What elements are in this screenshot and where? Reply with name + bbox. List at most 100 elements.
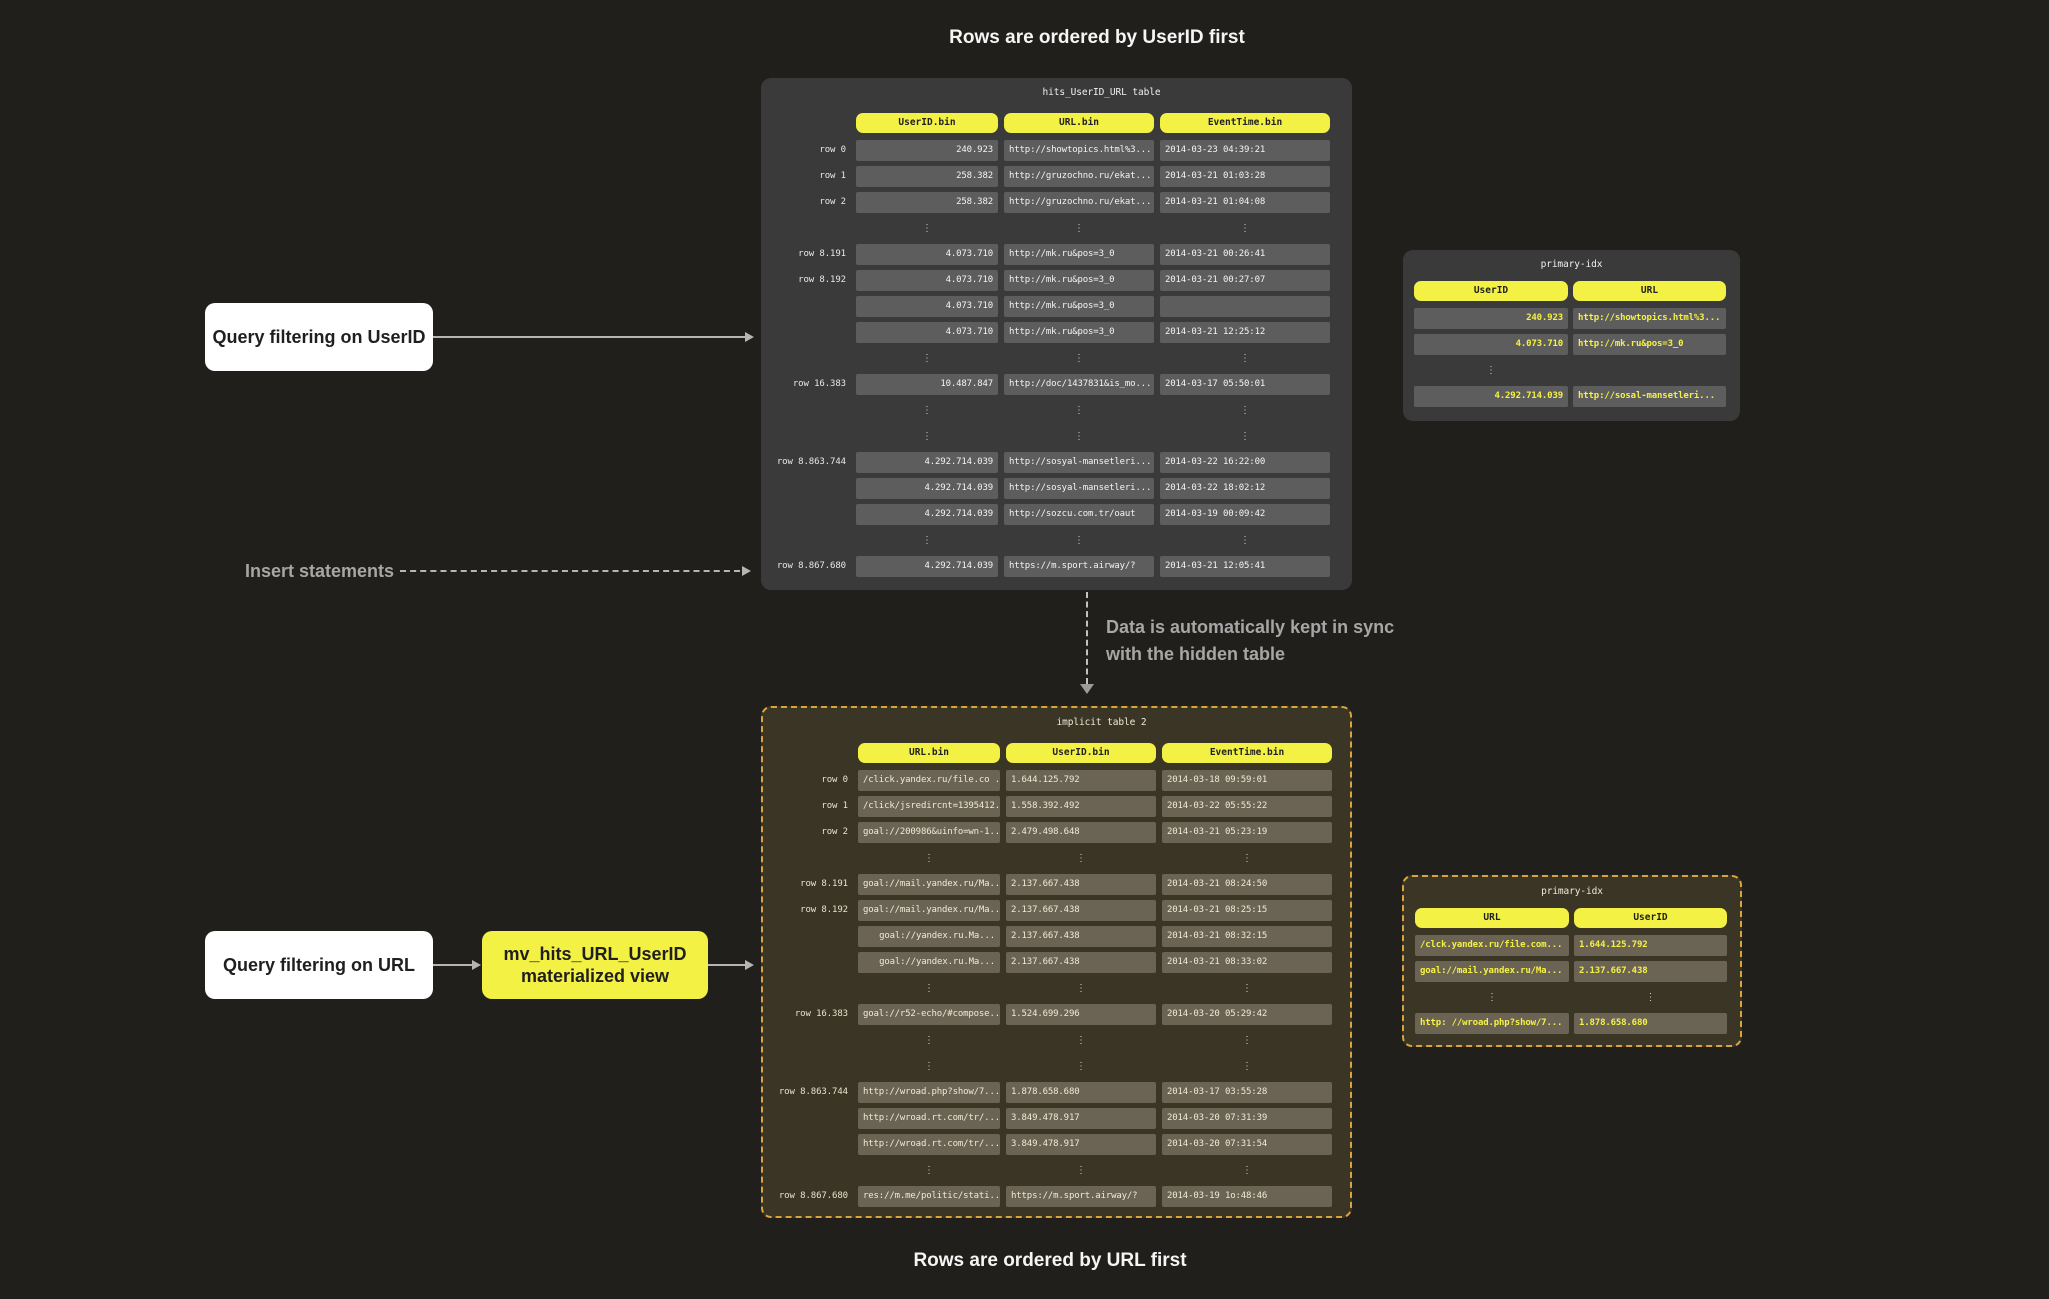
materialized-view-box: mv_hits_URL_UserID materialized view <box>482 931 708 999</box>
table-cell: goal://r52-echo/#compose... <box>858 1004 1000 1025</box>
table-cell: 2014-03-22 18:02:12 <box>1160 478 1330 499</box>
ellipsis-dots: ⋮ <box>1240 353 1250 364</box>
query-userid-box: Query filtering on UserID <box>205 303 433 371</box>
table-cell: http://wroad.rt.com/tr/... <box>858 1134 1000 1155</box>
table-cell: 3.849.478.917 <box>1006 1108 1156 1129</box>
table-cell: 10.487.847 <box>856 374 998 395</box>
row-label: row 16.383 <box>794 1009 848 1019</box>
row-label: row 8.863.744 <box>776 457 846 467</box>
arrowhead-down-icon <box>1080 684 1094 694</box>
query-url-label: Query filtering on URL <box>222 954 415 975</box>
ellipsis-dots: ⋮ <box>1074 223 1084 234</box>
table-row: goal://mail.yandex.ru/Ma...2.137.667.438 <box>1415 961 1729 982</box>
table-cell: http://sozcu.com.tr/oaut <box>1004 504 1154 525</box>
ellipsis-dots: ⋮ <box>1074 353 1084 364</box>
table-cell: http://mk.ru&pos=3_0 <box>1573 334 1726 355</box>
ellipsis-dots: ⋮ <box>1242 1035 1252 1046</box>
ellipsis-dots: ⋮ <box>924 853 934 864</box>
row-label <box>774 978 858 999</box>
table-cell: goal://yandex.ru.Ma... <box>858 952 1000 973</box>
table-cell: http://showtopics.html%3... <box>1004 140 1154 161</box>
table-cell: 2.137.667.438 <box>1006 952 1156 973</box>
table-cell: goal://mail.yandex.ru/Ma... <box>858 874 1000 895</box>
insert-statements-dashed-line <box>400 570 740 572</box>
table-row: http: //wroad.php?show/7...1.878.658.680 <box>1415 1013 1729 1034</box>
ellipsis-dots: ⋮ <box>924 1061 934 1072</box>
row-label: row 8.192 <box>800 905 848 915</box>
table-cell: http://gruzochno.ru/ekat... <box>1004 166 1154 187</box>
row-label: row 16.383 <box>792 379 846 389</box>
table-cell: 4.073.710 <box>856 322 998 343</box>
arrowhead-right-icon <box>745 960 754 970</box>
row-label <box>774 1134 858 1155</box>
ellipsis-dots: ⋮ <box>1076 983 1086 994</box>
row-label <box>772 218 856 239</box>
table-cell: 2014-03-19 1o:48:46 <box>1162 1186 1332 1207</box>
sync-note-line2: with the hidden table <box>1106 644 1285 664</box>
row-label <box>772 296 856 317</box>
table-cell: 2014-03-21 00:27:07 <box>1160 270 1330 291</box>
table-cell: /clck.yandex.ru/file.com... <box>1415 935 1569 956</box>
table-row: 4.292.714.039 http://sozcu.com.tr/oaut 201… <box>772 504 1341 525</box>
table-row: row 1/click/jsredircnt=1395412...1.558.3… <box>774 796 1339 817</box>
table-cell: 2014-03-21 08:32:15 <box>1162 926 1332 947</box>
table-row: ⋮⋮⋮ <box>772 530 1341 551</box>
table-cell: 2.479.498.648 <box>1006 822 1156 843</box>
row-label <box>774 926 858 947</box>
row-label <box>772 426 856 447</box>
table-cell: 2014-03-19 00:09:42 <box>1160 504 1330 525</box>
table-cell: goal://200986&uinfo=wn-1... <box>858 822 1000 843</box>
table-cell: 2014-03-21 12:05:41 <box>1160 556 1330 577</box>
ellipsis-dots: ⋮ <box>924 1035 934 1046</box>
table-cell: http://mk.ru&pos=3_0 <box>1004 244 1154 265</box>
query-url-box: Query filtering on URL <box>205 931 433 999</box>
row-label <box>772 113 856 134</box>
table-row: ⋮⋮ <box>1415 987 1729 1008</box>
table-cell: 1.558.392.492 <box>1006 796 1156 817</box>
column-header: URL.bin <box>1004 113 1154 133</box>
implicit-table-title: implicit table 2 <box>1056 717 1147 728</box>
table-cell: 2.137.667.438 <box>1006 900 1156 921</box>
row-label <box>772 400 856 421</box>
table-row: ⋮⋮⋮ <box>772 218 1341 239</box>
table-cell: 1.644.125.792 <box>1006 770 1156 791</box>
table-cell: 258.382 <box>856 192 998 213</box>
row-label: row 8.863.744 <box>778 1087 848 1097</box>
ellipsis-dots: ⋮ <box>922 353 932 364</box>
table-cell: 2014-03-17 05:50:01 <box>1160 374 1330 395</box>
ellipsis-dots <box>1573 360 1726 381</box>
table-cell: 4.292.714.039 <box>856 504 998 525</box>
column-header: UserID <box>1574 908 1727 928</box>
table-cell: http: //wroad.php?show/7... <box>1415 1013 1569 1034</box>
table-cell: 2014-03-20 07:31:54 <box>1162 1134 1332 1155</box>
table-cell: 3.849.478.917 <box>1006 1134 1156 1155</box>
ellipsis-dots: ⋮ <box>922 535 932 546</box>
table-row: ⋮⋮⋮ <box>774 1030 1339 1051</box>
table-cell <box>1160 296 1330 317</box>
row-label: row 2 <box>819 197 846 207</box>
row-label: row 1 <box>819 171 846 181</box>
table-cell: 2014-03-17 03:55:28 <box>1162 1082 1332 1103</box>
table-cell: 4.073.710 <box>1414 334 1568 355</box>
row-label: row 8.867.680 <box>776 561 846 571</box>
top-caption: Rows are ordered by UserID first <box>949 27 1245 48</box>
table-cell: 4.073.710 <box>856 244 998 265</box>
table-cell: http://sosal-mansetleri... <box>1573 386 1726 407</box>
table-cell: 4.292.714.039 <box>1414 386 1568 407</box>
table-cell: 2014-03-21 08:33:02 <box>1162 952 1332 973</box>
